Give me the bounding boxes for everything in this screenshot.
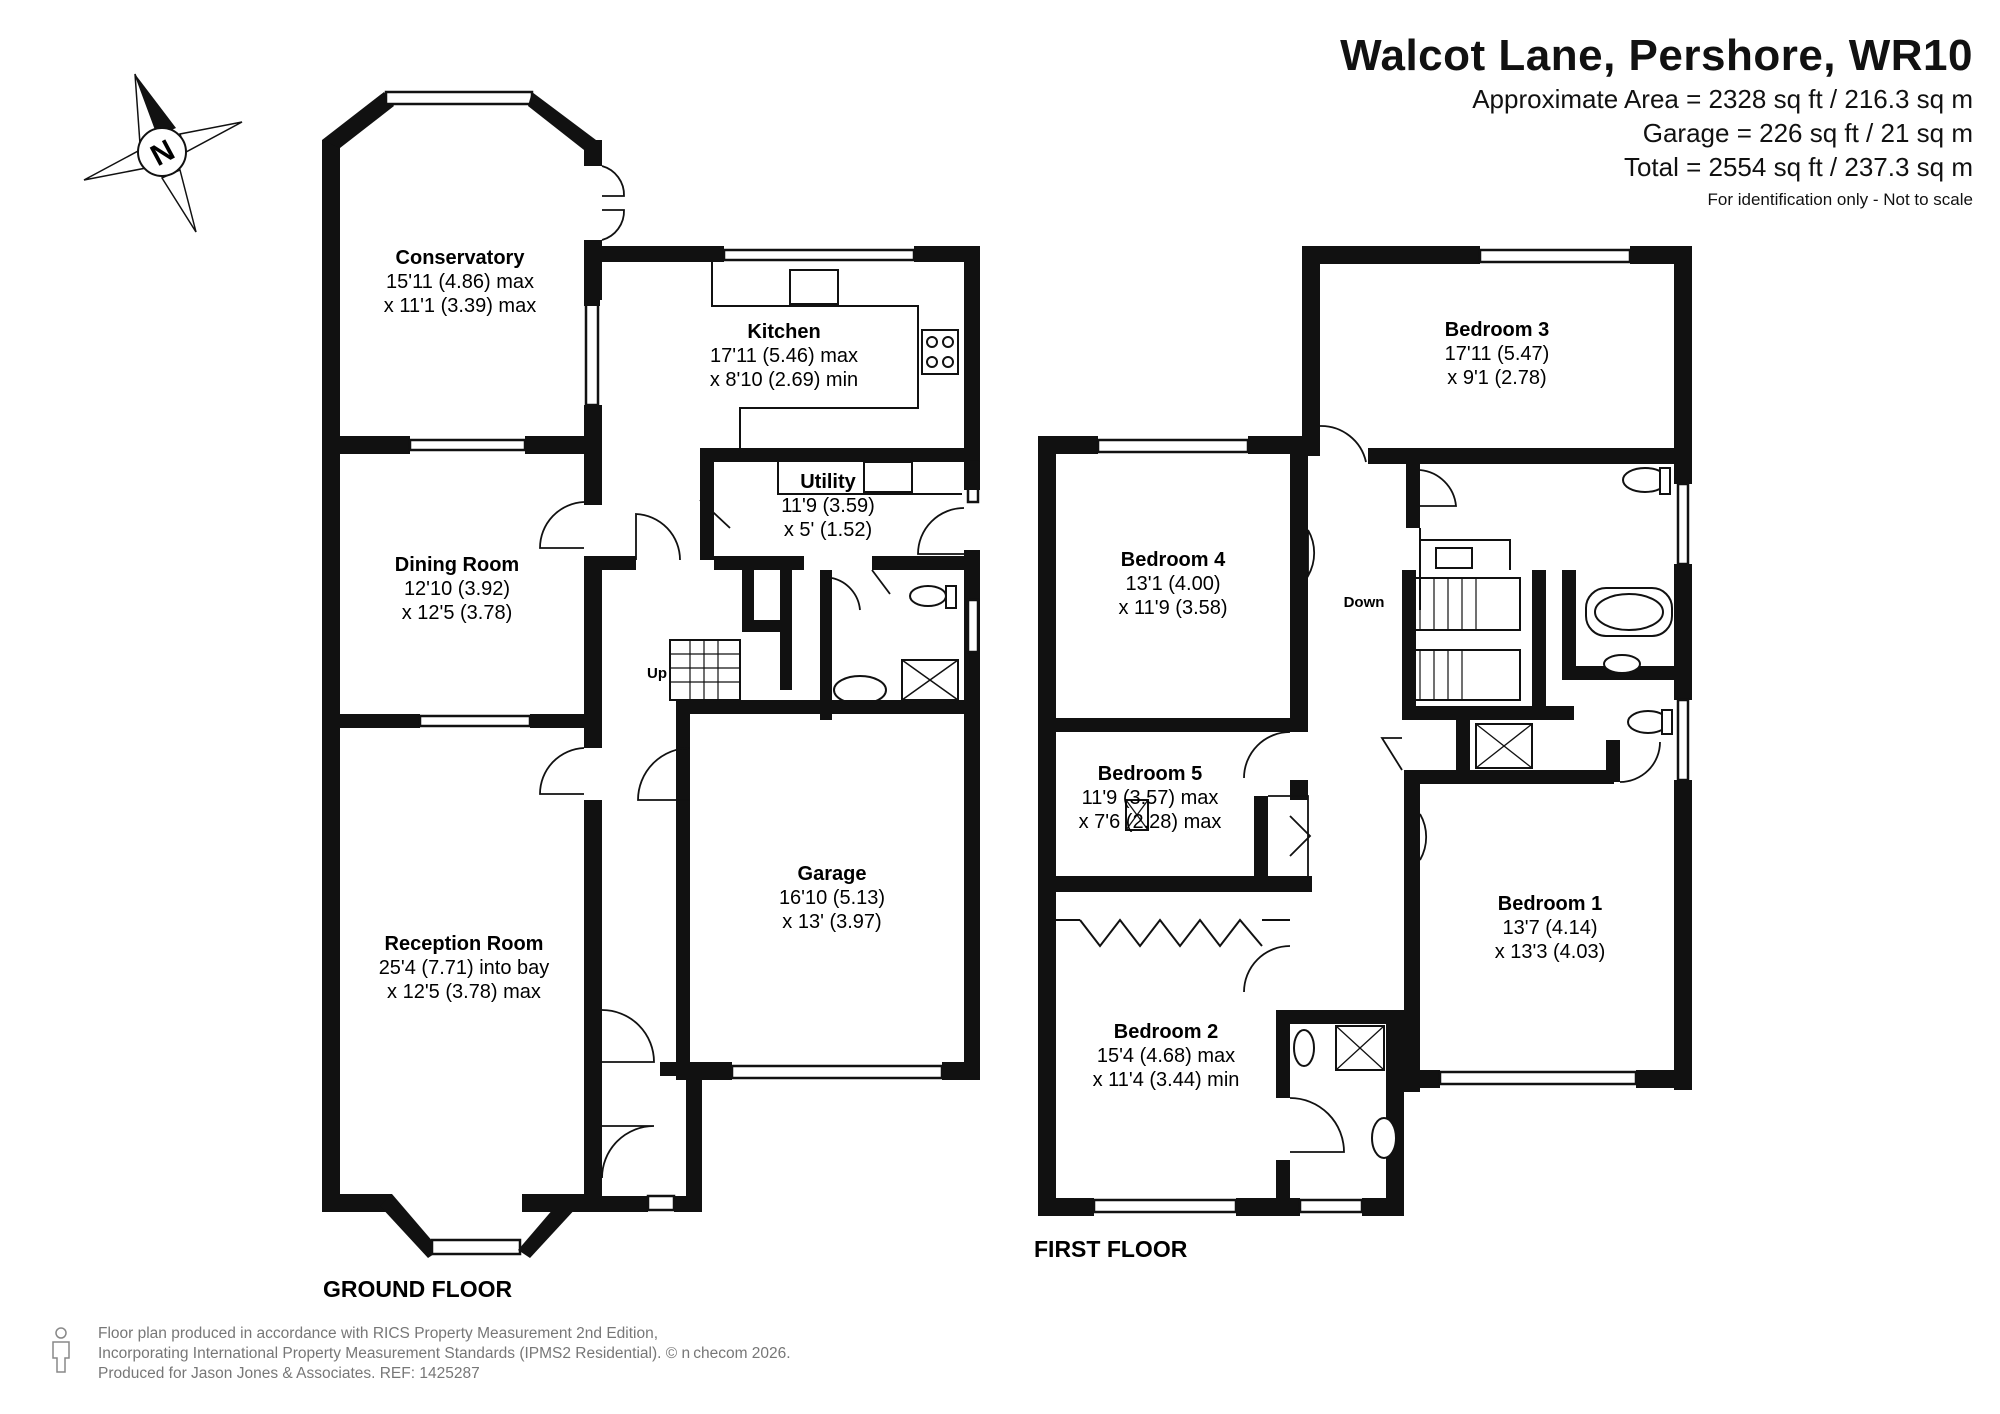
room-dim-bedroom-4-2: x 11'9 (3.58) [1118,597,1227,619]
person-scale-icon [52,1327,70,1373]
first-floor-stairs [1406,577,1521,701]
ground-floor-plan: Conservatory 15'11 (4.86) max x 11'1 (3.… [322,90,980,1302]
ground-floor-label: GROUND FLOOR [323,1276,512,1302]
room-dim-kitchen-2: x 8'10 (2.69) min [710,369,858,391]
stair-up-label: Up [647,665,667,682]
compass-icon: N [83,73,243,233]
room-dim-conservatory-1: 15'11 (4.86) max [386,271,534,293]
room-dim-garage-1: 16'10 (5.13) [779,887,885,909]
garage-area: Garage = 226 sq ft / 21 sq m [1642,118,1973,148]
room-name-reception-room: Reception Room [385,933,544,955]
room-name-conservatory: Conservatory [396,247,526,269]
footer-notes: Floor plan produced in accordance with R… [98,1324,791,1384]
room-dim-bedroom-2-1: 15'4 (4.68) max [1097,1045,1235,1067]
room-dim-bedroom-5-1: 11'9 (3.57) max [1082,787,1219,809]
approximate-area: Approximate Area = 2328 sq ft / 216.3 sq… [1472,84,1973,114]
room-name-bedroom-2: Bedroom 2 [1114,1021,1218,1043]
stair-down-label: Down [1344,594,1385,611]
room-name-bedroom-1: Bedroom 1 [1498,893,1602,915]
room-dim-bedroom-5-2: x 7'6 (2.28) max [1079,811,1222,833]
room-dim-dining-1: 12'10 (3.92) [404,578,510,600]
room-dim-bedroom-3-1: 17'11 (5.47) [1445,343,1550,365]
room-dim-bedroom-2-2: x 11'4 (3.44) min [1093,1069,1240,1091]
footer-line-2: Incorporating International Property Mea… [98,1345,791,1362]
room-dim-garage-2: x 13' (3.97) [782,911,881,933]
room-dim-reception-1: 25'4 (7.71) into bay [379,957,550,979]
room-name-kitchen: Kitchen [747,321,820,343]
room-dim-utility-1: 11'9 (3.59) [781,495,875,517]
room-dim-bedroom-1-2: x 13'3 (4.03) [1495,941,1606,963]
first-floor-plan: Bedroom 3 17'11 (5.47) x 9'1 (2.78) Bedr… [1034,246,1692,1262]
property-address: Walcot Lane, Pershore, WR10 [1340,31,1973,80]
title-block: Walcot Lane, Pershore, WR10 Approximate … [1340,30,1973,210]
footer-line-1: Floor plan produced in accordance with R… [98,1325,659,1342]
room-name-utility: Utility [800,471,856,493]
room-dim-bedroom-3-2: x 9'1 (2.78) [1447,367,1546,389]
room-dim-kitchen-1: 17'11 (5.46) max [710,345,858,367]
total-area: Total = 2554 sq ft / 237.3 sq m [1623,152,1973,182]
room-name-bedroom-3: Bedroom 3 [1445,319,1549,341]
room-dim-conservatory-2: x 11'1 (3.39) max [384,295,536,317]
first-floor-label: FIRST FLOOR [1034,1236,1188,1262]
room-name-dining-room: Dining Room [395,554,519,576]
room-dim-dining-2: x 12'5 (3.78) [402,602,513,624]
room-name-garage: Garage [798,863,867,885]
room-name-bedroom-5: Bedroom 5 [1098,763,1202,785]
ground-floor-stairs [669,639,741,701]
footer-line-3: Produced for Jason Jones & Associates. R… [98,1365,480,1382]
scale-disclaimer: For identification only - Not to scale [1707,190,1973,209]
room-dim-bedroom-1-1: 13'7 (4.14) [1503,917,1598,939]
room-name-bedroom-4: Bedroom 4 [1121,549,1226,571]
room-dim-bedroom-4-1: 13'1 (4.00) [1126,573,1221,595]
room-dim-reception-2: x 12'5 (3.78) max [387,981,541,1003]
room-dim-utility-2: x 5' (1.52) [784,519,872,541]
